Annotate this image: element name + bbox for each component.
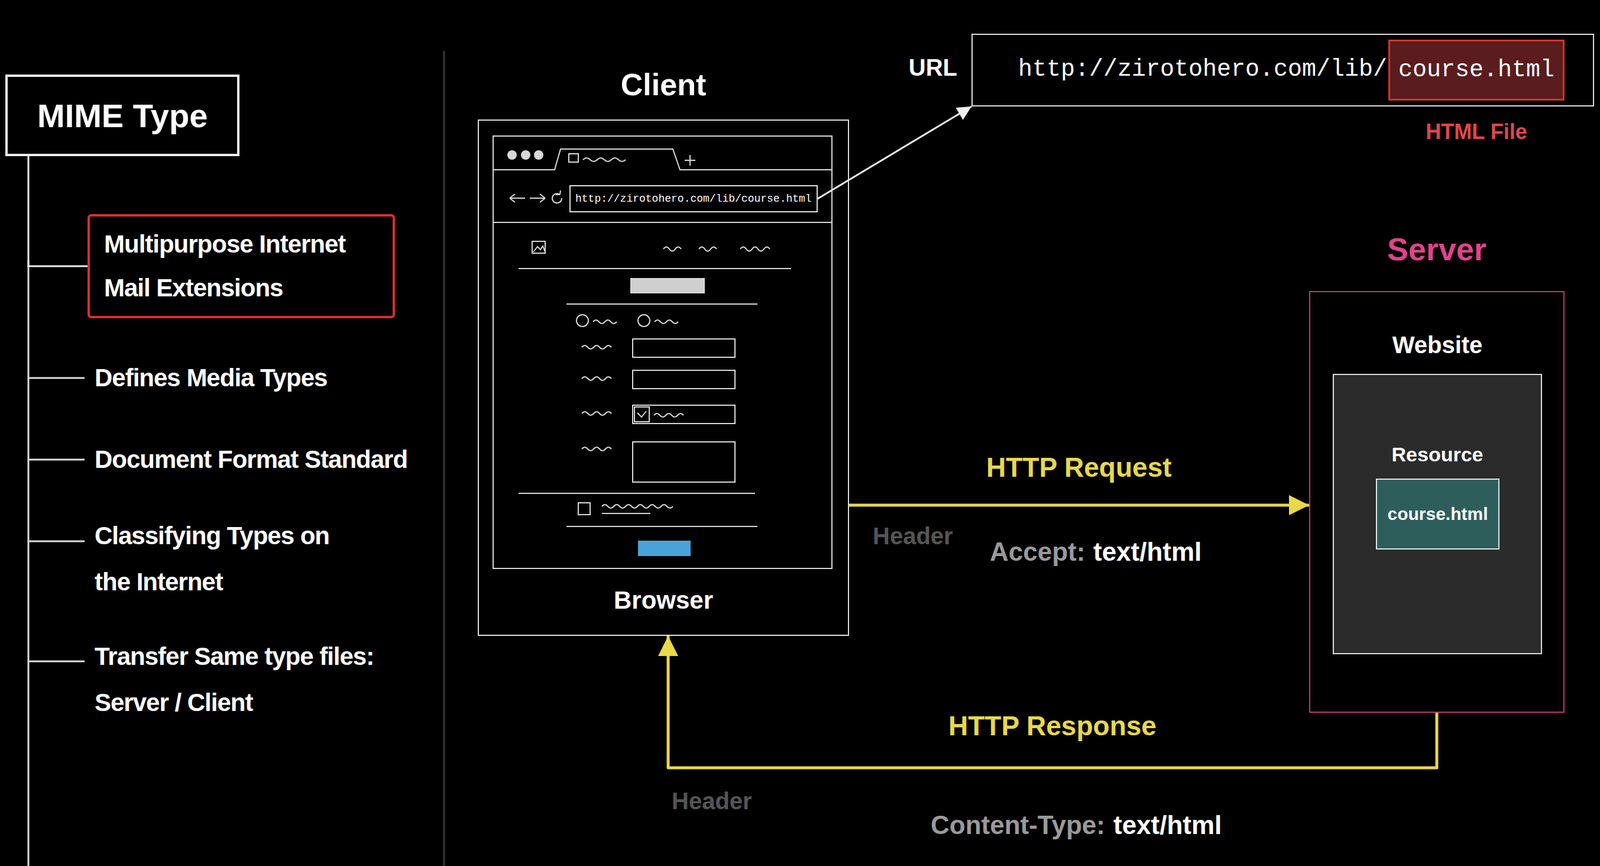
- feature-item: Classifying Types on the Internet: [94, 512, 355, 605]
- form-fields: [632, 338, 735, 482]
- resource-file-box: course.html: [1375, 478, 1500, 550]
- file-type-note: HTML File: [1366, 118, 1587, 145]
- header-value: text/html: [1113, 808, 1222, 841]
- url-heading: URL: [908, 52, 958, 83]
- client-heading: Client: [478, 65, 848, 105]
- title-box: MIME Type: [5, 74, 240, 157]
- file-name: course.html: [1398, 56, 1555, 84]
- feature-item: Transfer Same type files: Server / Clien…: [94, 633, 414, 726]
- new-tab-plus: [684, 154, 696, 166]
- title-text: MIME Type: [37, 96, 208, 135]
- address-bar: http://zirotohero.com/lib/course.html: [569, 185, 818, 213]
- request-arrow: [849, 503, 1310, 507]
- resource-file: course.html: [1387, 503, 1488, 524]
- feature-item: Document Format Standard: [94, 436, 408, 483]
- resource-label: Resource: [1333, 439, 1541, 469]
- feature-item: Defines Media Types: [94, 354, 327, 401]
- logo-icon: [532, 241, 546, 254]
- server-heading: Server: [1310, 229, 1564, 269]
- website-heading: Website: [1333, 328, 1541, 361]
- tree-line: [28, 260, 85, 866]
- website-box: WebsiteResourcecourse.html: [1332, 373, 1543, 654]
- highlight-box: Multipurpose Internet Mail Extensions: [87, 214, 395, 319]
- browser-label: Browser: [478, 584, 848, 617]
- browser-sketch: [493, 135, 832, 569]
- radio-buttons: [576, 314, 679, 327]
- header-value: text/html: [1093, 535, 1202, 568]
- header-note: Header: [872, 520, 954, 552]
- edge-label: HTTP Request: [980, 449, 1178, 485]
- address-text: http://zirotohero.com/lib/course.html: [575, 190, 812, 207]
- browser-tab: [493, 149, 832, 170]
- browser-window: [493, 135, 832, 569]
- tree-connector: [28, 156, 88, 267]
- header-note: Header: [671, 785, 753, 816]
- menu-squiggles: [663, 247, 770, 252]
- url-text: http://zirotohero.com/lib/: [1018, 55, 1388, 84]
- field-labels: [581, 345, 612, 451]
- divider-lines: [518, 268, 792, 527]
- response-arrow: [668, 635, 1437, 768]
- tab-icon: [568, 153, 626, 163]
- header-name: Content-Type:: [930, 808, 1106, 841]
- file-highlight: course.htmlHTML File: [1388, 39, 1565, 101]
- nav-buttons: [509, 190, 562, 203]
- toolbar-line: [493, 221, 832, 223]
- checkbox-row: [578, 502, 673, 515]
- server-box: ServerWebsiteResourcecourse.html: [1309, 290, 1565, 713]
- header-name: Accept:: [989, 535, 1085, 568]
- client-box: ClientBrowserhttp://zirotohero.com/lib/c…: [477, 119, 850, 636]
- definition-text: Multipurpose Internet Mail Extensions: [104, 222, 379, 310]
- submit-button: [638, 541, 691, 556]
- edge-label: HTTP Response: [942, 707, 1163, 744]
- heading-bar: [630, 278, 705, 293]
- url-box: URLhttp://zirotohero.com/lib/course.html…: [971, 33, 1595, 107]
- section-divider: [443, 50, 446, 866]
- window-dots: [507, 150, 544, 160]
